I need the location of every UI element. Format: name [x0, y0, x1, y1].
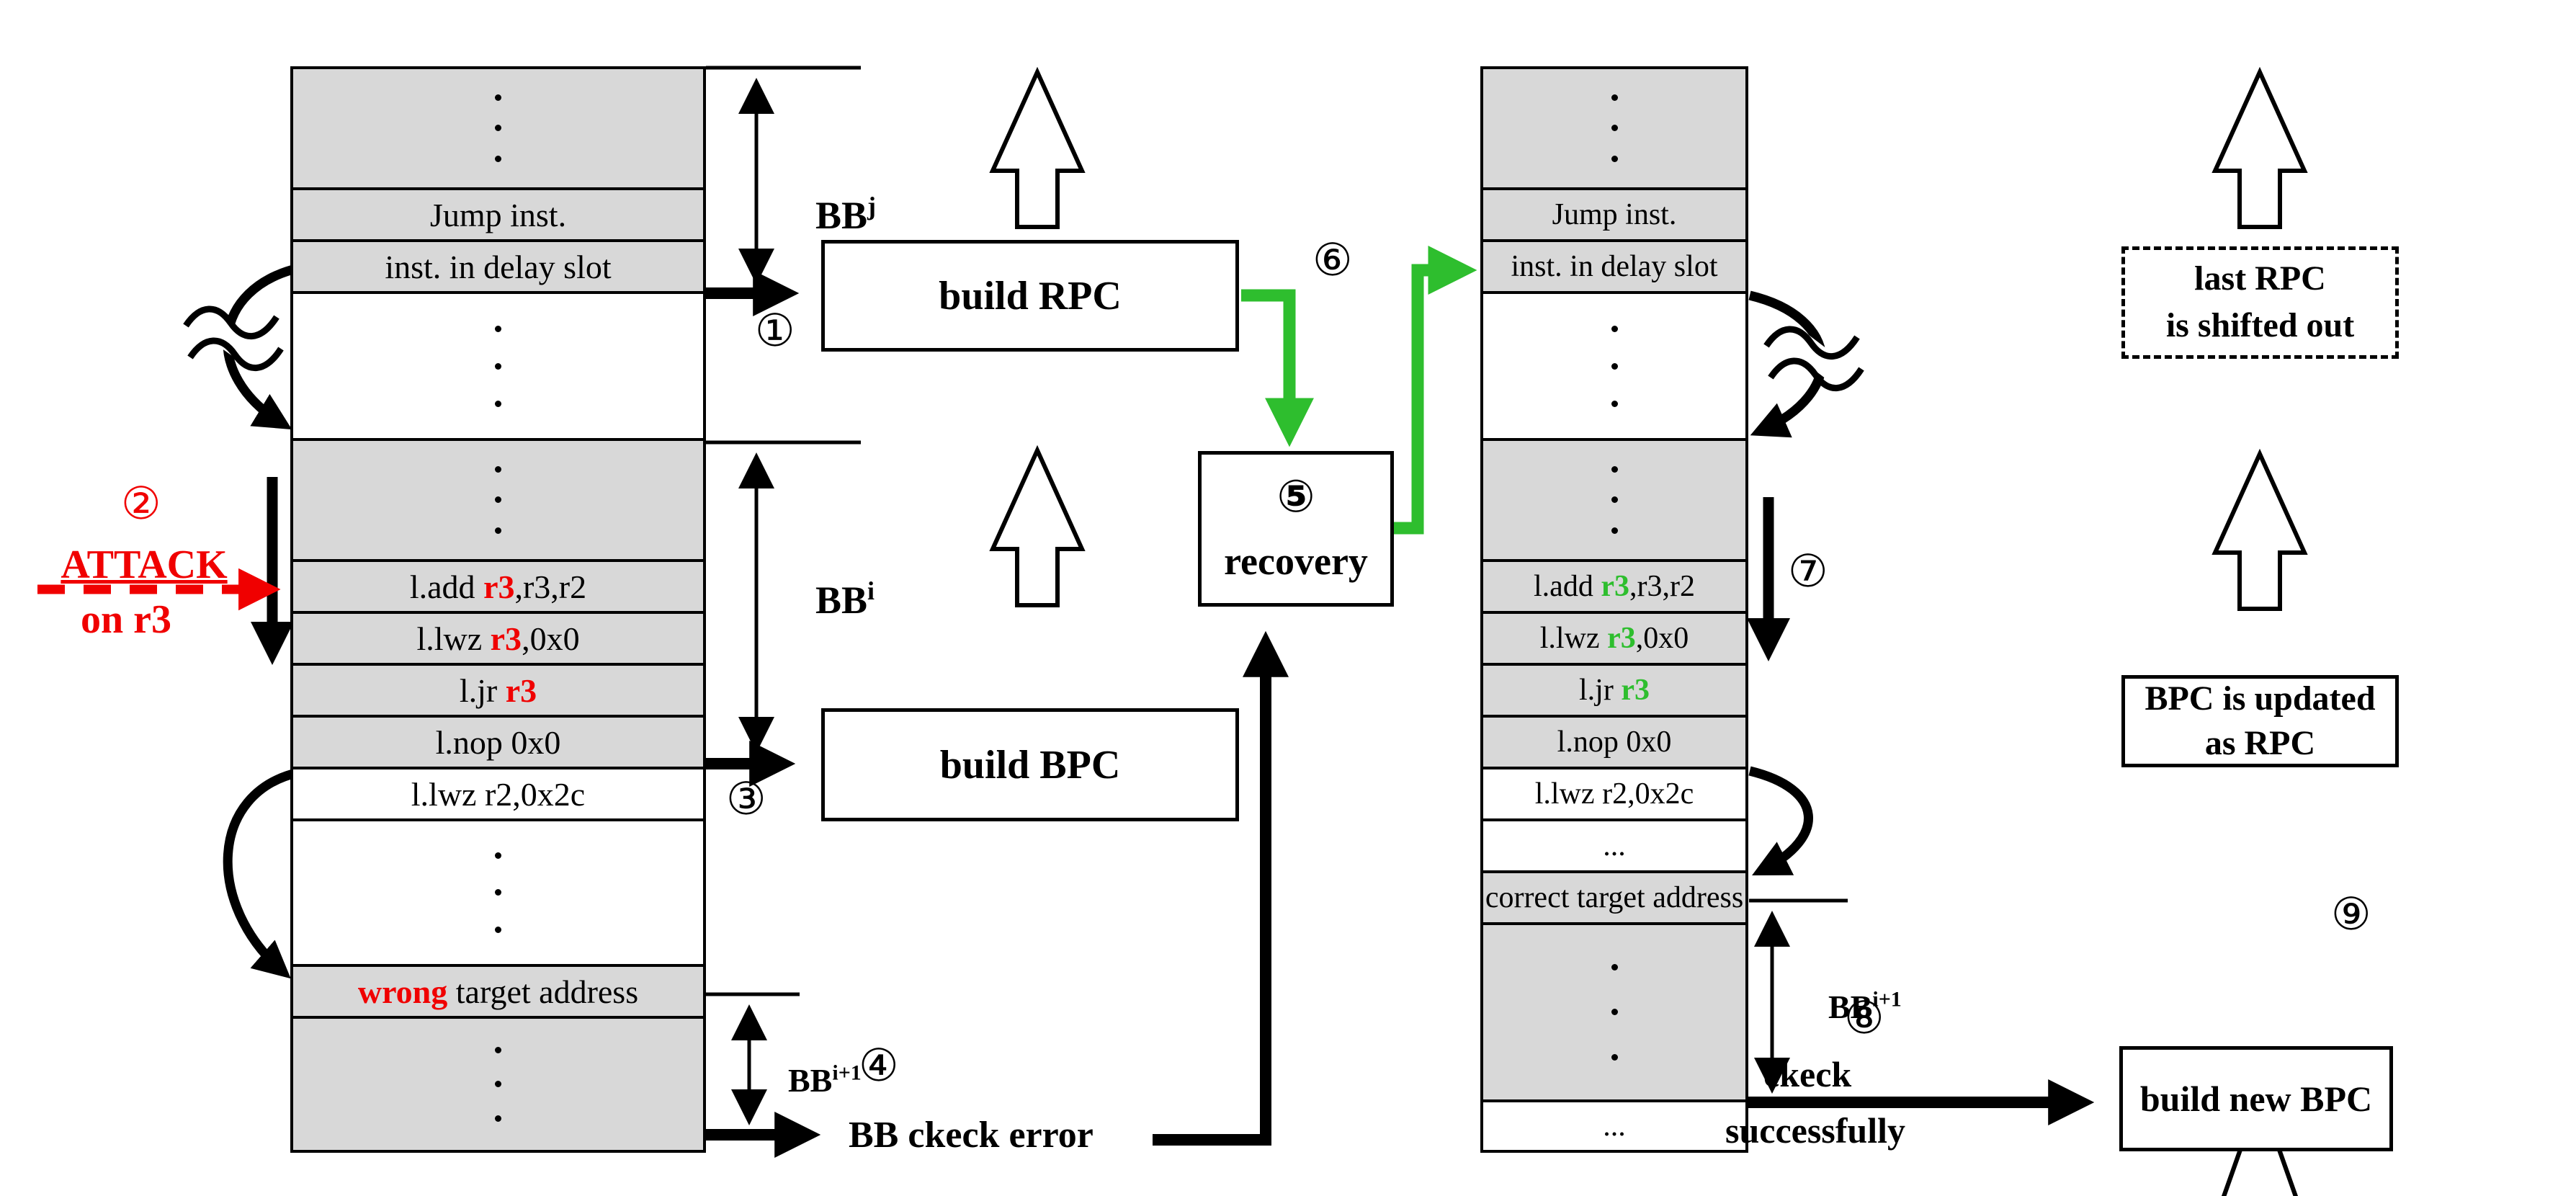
attack-target-label: on r3: [81, 597, 171, 642]
cell-text: ,0x0: [522, 620, 580, 657]
cell-text: Jump inst.: [429, 196, 567, 233]
recovery-box: ⑤ recovery: [1198, 451, 1394, 607]
last-rpc-label-line1: last RPC: [2194, 259, 2326, 298]
table-row: correct target address: [1483, 873, 1745, 925]
table-row: l.jr r3: [293, 666, 703, 718]
cell-text: l.jr: [1579, 674, 1622, 707]
table-row: Jump inst.: [1483, 190, 1745, 242]
table-row: l.lwz r3,0x0: [1483, 614, 1745, 666]
table-row: wrong target address: [293, 967, 703, 1019]
build-bpc-label: build BPC: [939, 742, 1121, 787]
build-new-bpc-box: build new BPC: [2119, 1046, 2393, 1151]
vertical-ellipsis: [495, 310, 501, 422]
table-row: [1483, 441, 1745, 562]
table-row: ...: [1483, 821, 1745, 873]
register-highlight: r3: [1607, 622, 1636, 655]
vertical-ellipsis: [1611, 82, 1618, 174]
cell-text: target address: [447, 973, 639, 1010]
attack-label: ATTACK: [61, 543, 228, 587]
step-8-badge: ⑧: [1844, 991, 1884, 1044]
table-row: l.lwz r2,0x2c: [1483, 769, 1745, 821]
vertical-ellipsis: [1611, 945, 1618, 1081]
cell-text: ...: [1603, 1110, 1626, 1143]
build-new-bpc-label: build new BPC: [2139, 1079, 2373, 1119]
cell-text: l.lwz r2,0x2c: [1534, 777, 1694, 811]
step-6-badge: ⑥: [1312, 233, 1353, 286]
bpc-updated-label-line2: as RPC: [2204, 724, 2316, 762]
table-row: [1483, 294, 1745, 441]
recovery-label: recovery: [1224, 539, 1368, 583]
vertical-ellipsis: [1611, 454, 1618, 546]
bpc-updated-box: BPC is updated as RPC: [2121, 675, 2399, 767]
cell-text: ,r3,r2: [1629, 570, 1695, 603]
table-row: Jump inst.: [293, 190, 703, 242]
register-highlight: r3: [483, 568, 515, 605]
table-row: l.lwz r3,0x0: [293, 614, 703, 666]
bb-i1-left-label: BBi+1: [788, 1061, 862, 1099]
build-rpc-label: build RPC: [939, 273, 1122, 318]
cell-text: l.add: [409, 568, 484, 605]
memory-column-right: Jump inst. inst. in delay slot l.add r3,…: [1480, 66, 1748, 1153]
table-row: ...: [1483, 1102, 1745, 1150]
cell-text: inst. in delay slot: [1511, 250, 1718, 283]
step-2-badge: ②: [121, 477, 161, 530]
cell-text: correct target address: [1485, 881, 1744, 914]
vertical-ellipsis: [495, 454, 501, 546]
memory-column-left: Jump inst. inst. in delay slot l.add r3,…: [290, 66, 706, 1153]
table-row: [293, 1019, 703, 1150]
last-rpc-label-line2: is shifted out: [2165, 306, 2355, 344]
build-rpc-box: build RPC: [821, 240, 1239, 352]
cell-text: ,0x0: [1635, 622, 1689, 655]
table-row: l.lwz r2,0x2c: [293, 769, 703, 821]
check-label: ckeck: [1763, 1054, 1852, 1094]
cell-text: l.jr: [459, 671, 506, 709]
step-3-badge: ③: [726, 772, 766, 825]
vertical-ellipsis: [495, 82, 501, 174]
cell-text: Jump inst.: [1552, 198, 1677, 231]
cell-text: l.add: [1534, 570, 1601, 603]
register-highlight: r3: [490, 620, 522, 657]
bb-j-label: BBj: [815, 192, 877, 237]
vertical-ellipsis: [495, 1033, 501, 1135]
register-highlight: r3: [1601, 570, 1629, 603]
step-7-badge: ⑦: [1788, 545, 1828, 597]
table-row: l.add r3,r3,r2: [293, 562, 703, 614]
register-highlight: r3: [1621, 674, 1650, 707]
bb-i-label: BBi: [815, 576, 875, 622]
step-5-badge: ⑤: [1276, 470, 1315, 523]
step-4-badge: ④: [859, 1039, 899, 1092]
successfully-label: successfully: [1725, 1110, 1905, 1151]
step-1-badge: ①: [755, 304, 795, 357]
cell-text: l.lwz r2,0x2c: [411, 775, 586, 813]
last-rpc-shifted-out-box: last RPC is shifted out: [2121, 246, 2399, 359]
cell-text: inst. in delay slot: [385, 248, 612, 285]
table-row: [293, 69, 703, 190]
vertical-ellipsis: [495, 837, 501, 948]
table-row: [293, 294, 703, 441]
table-row: l.nop 0x0: [293, 718, 703, 769]
cell-text: l.nop 0x0: [1557, 726, 1672, 759]
step-9-badge: ⑨: [2331, 888, 2371, 940]
wrong-highlight: wrong: [357, 973, 448, 1010]
bb-i1-right-label: BBi+1: [1828, 987, 1902, 1025]
table-row: [1483, 69, 1745, 190]
bpc-updated-label-line1: BPC is updated: [2145, 679, 2376, 718]
table-row: [293, 821, 703, 967]
cell-text: ...: [1603, 829, 1626, 862]
cell-text: ,r3,r2: [514, 568, 587, 605]
table-row: l.add r3,r3,r2: [1483, 562, 1745, 614]
cell-text: l.lwz: [1539, 622, 1608, 655]
build-bpc-box: build BPC: [821, 708, 1239, 821]
table-row: inst. in delay slot: [1483, 242, 1745, 294]
cell-text: l.lwz: [416, 620, 491, 657]
register-highlight: r3: [505, 671, 537, 709]
cell-text: l.nop 0x0: [435, 723, 561, 761]
table-row: l.jr r3: [1483, 666, 1745, 718]
table-row: [1483, 925, 1745, 1102]
vertical-ellipsis: [1611, 310, 1618, 422]
table-row: [293, 441, 703, 562]
table-row: inst. in delay slot: [293, 242, 703, 294]
table-row: l.nop 0x0: [1483, 718, 1745, 769]
bb-check-error-label: BB ckeck error: [849, 1115, 1094, 1156]
